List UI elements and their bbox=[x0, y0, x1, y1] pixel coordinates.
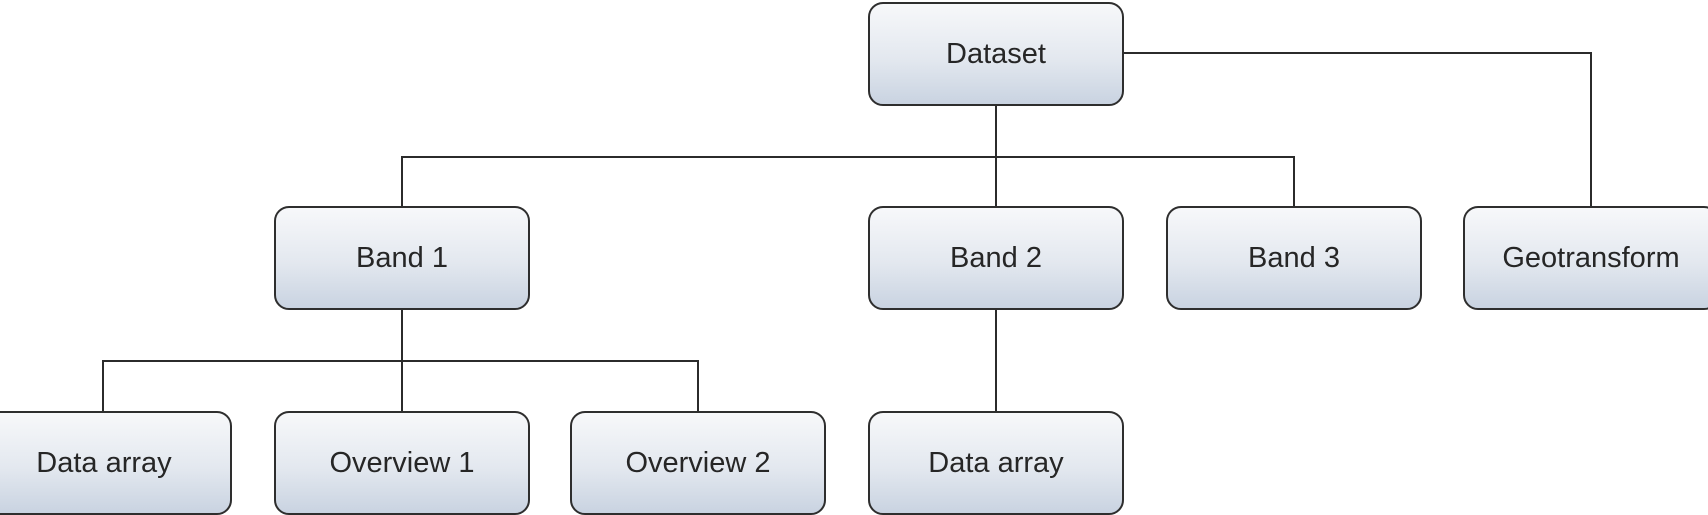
band3-label: Band 3 bbox=[1248, 241, 1340, 274]
geotransform-label: Geotransform bbox=[1502, 241, 1680, 274]
band2-data-array-label: Data array bbox=[928, 446, 1064, 479]
geotransform-node: Geotransform bbox=[1463, 206, 1708, 310]
overview2-node: Overview 2 bbox=[570, 411, 826, 515]
dataset-label: Dataset bbox=[946, 37, 1046, 70]
band1-data-array-label: Data array bbox=[36, 446, 172, 479]
band3-node: Band 3 bbox=[1166, 206, 1422, 310]
dataset-node: Dataset bbox=[868, 2, 1124, 106]
connector-lines bbox=[102, 52, 1592, 412]
overview1-label: Overview 1 bbox=[329, 446, 475, 479]
band1-node: Band 1 bbox=[274, 206, 530, 310]
band1-label: Band 1 bbox=[356, 241, 448, 274]
overview1-node: Overview 1 bbox=[274, 411, 530, 515]
band2-node: Band 2 bbox=[868, 206, 1124, 310]
band2-label: Band 2 bbox=[950, 241, 1042, 274]
band2-data-array-node: Data array bbox=[868, 411, 1124, 515]
overview2-label: Overview 2 bbox=[625, 446, 771, 479]
band1-data-array-node: Data array bbox=[0, 411, 232, 515]
